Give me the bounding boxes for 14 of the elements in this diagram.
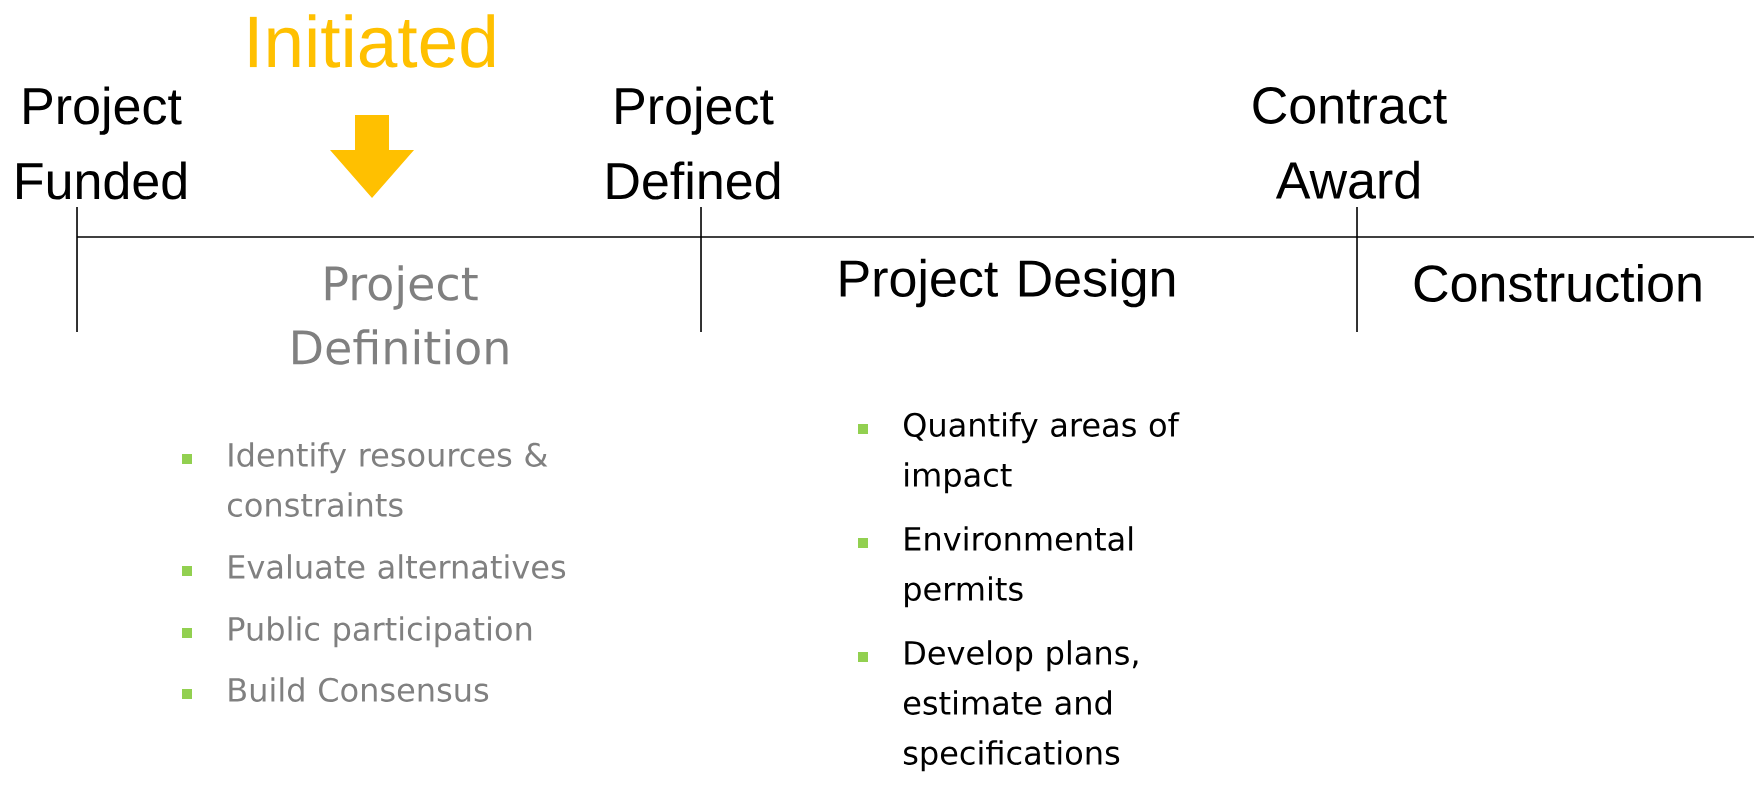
milestone-label: Project Funded	[17, 86, 186, 200]
bullet-item: Evaluate alternatives	[182, 554, 566, 579]
phase-label: Project Design	[840, 258, 1175, 308]
bullet-item: Develop plans, estimate and specifications	[858, 640, 1138, 772]
milestone-label: Contract Award	[1253, 87, 1447, 199]
bullet-item: Identify resources & constraints	[182, 442, 548, 517]
bullet-item: Build Consensus	[182, 677, 489, 702]
status-label: Initiated	[249, 14, 495, 68]
bullet-item: Public participation	[182, 616, 532, 648]
bullet-item: Environmental permits	[858, 526, 1133, 608]
phase-label: Construction	[1414, 263, 1701, 303]
phase-label: Project Definition	[293, 265, 508, 365]
bullet-item: Quantify areas of impact	[858, 412, 1180, 494]
milestone-label: Project Defined	[607, 86, 780, 200]
